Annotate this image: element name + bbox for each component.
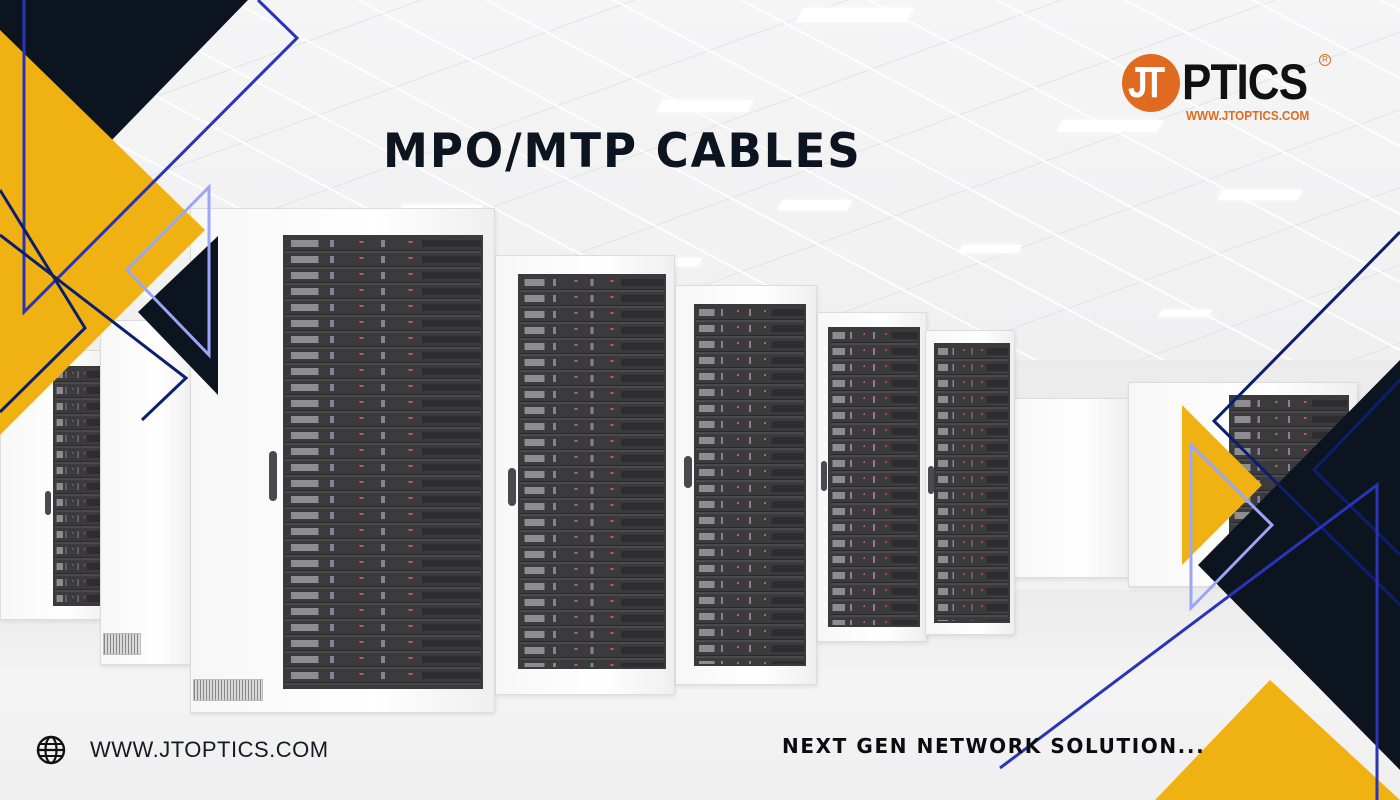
server-rack-main-3 xyxy=(675,285,817,685)
server-rack-side xyxy=(100,320,195,665)
ceiling-light xyxy=(777,200,853,210)
logo-mark-text: JT xyxy=(1128,58,1165,107)
brand-logo[interactable]: JT PTICS R WWW.JTOPTICS.COM xyxy=(1120,52,1340,128)
ceiling-light xyxy=(1157,310,1213,317)
tagline: NEXT GEN NETWORK SOLUTION... xyxy=(782,734,1206,758)
logo-circle-mark xyxy=(1122,54,1180,112)
server-rack-main-2 xyxy=(495,255,675,695)
ceiling-light xyxy=(957,245,1023,253)
footer-website[interactable]: WWW.JTOPTICS.COM xyxy=(36,733,329,767)
ceiling-light xyxy=(795,8,915,22)
globe-icon xyxy=(36,735,66,765)
server-rack-main-1 xyxy=(190,208,495,713)
footer-url-text[interactable]: WWW.JTOPTICS.COM xyxy=(90,737,329,762)
server-rack-left xyxy=(0,350,110,620)
headline: MPO/MTP CABLES xyxy=(383,124,862,179)
ceiling-light xyxy=(656,100,754,112)
server-rack-main-4 xyxy=(817,312,927,642)
server-rack-background xyxy=(1128,382,1358,587)
server-rack-background xyxy=(1010,398,1130,578)
ceiling-light xyxy=(1217,190,1303,200)
logo-wordmark: PTICS xyxy=(1182,54,1308,110)
registered-icon: R xyxy=(1319,54,1331,66)
server-rack-main-5 xyxy=(925,330,1015,635)
logo-url[interactable]: WWW.JTOPTICS.COM xyxy=(1186,108,1310,123)
